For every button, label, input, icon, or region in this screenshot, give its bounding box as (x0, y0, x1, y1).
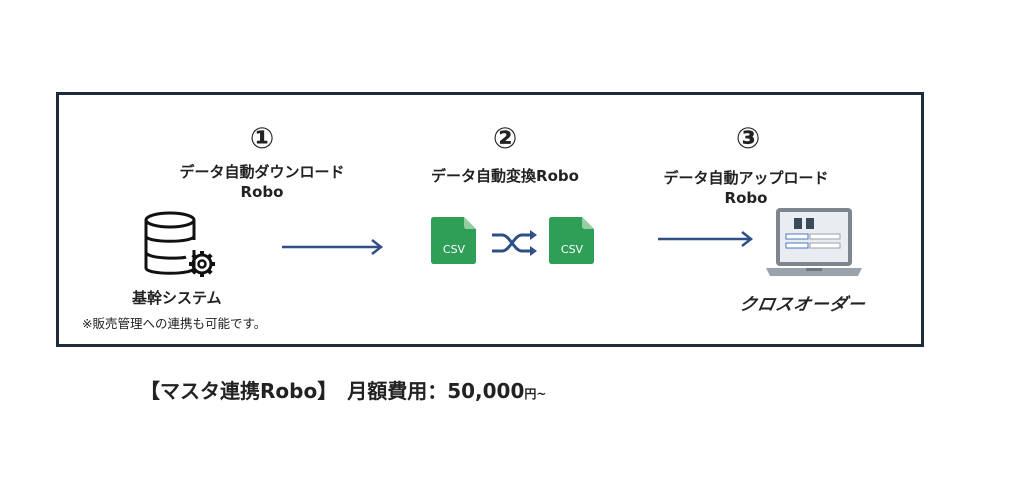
pricing-unit: 円~ (524, 387, 547, 401)
csv-label-right: CSV (560, 243, 584, 256)
csv-file-icon-right (549, 217, 594, 264)
csv-file-icon-left (431, 217, 476, 264)
database-gear-icon (144, 211, 215, 277)
step-3-title-line1: データ自動アップロード (663, 169, 829, 187)
step-1-title-line2: Robo (240, 183, 284, 201)
step-2-number: ② (492, 121, 518, 155)
flow-arrow-2 (658, 231, 754, 247)
destination-brand: クロスオーダー (737, 295, 868, 315)
step-1-title: データ自動ダウンロード Robo (162, 162, 362, 202)
step-2-title: データ自動変換Robo (405, 166, 605, 186)
diagram-frame (56, 92, 924, 347)
step-3-number: ③ (735, 121, 761, 155)
step-1-title-line1: データ自動ダウンロード (179, 163, 345, 181)
shuffle-icon (492, 230, 537, 256)
csv-label-left: CSV (442, 243, 466, 256)
flow-arrow-1 (282, 239, 384, 255)
pricing-line: 【マスタ連携Robo】 月額費用：50,000円~ (140, 375, 546, 404)
step-2-title-line1: データ自動変換Robo (431, 167, 579, 185)
pricing-main: 【マスタ連携Robo】 月額費用：50,000 (140, 379, 525, 403)
step-3-title-line2: Robo (724, 189, 768, 207)
laptop-icon (766, 208, 862, 276)
source-system-label: 基幹システム (132, 289, 222, 307)
step-1-number: ① (249, 121, 275, 155)
step-3-title: データ自動アップロード Robo (646, 168, 846, 208)
source-note: ※販売管理への連携も可能です。 (82, 316, 267, 331)
